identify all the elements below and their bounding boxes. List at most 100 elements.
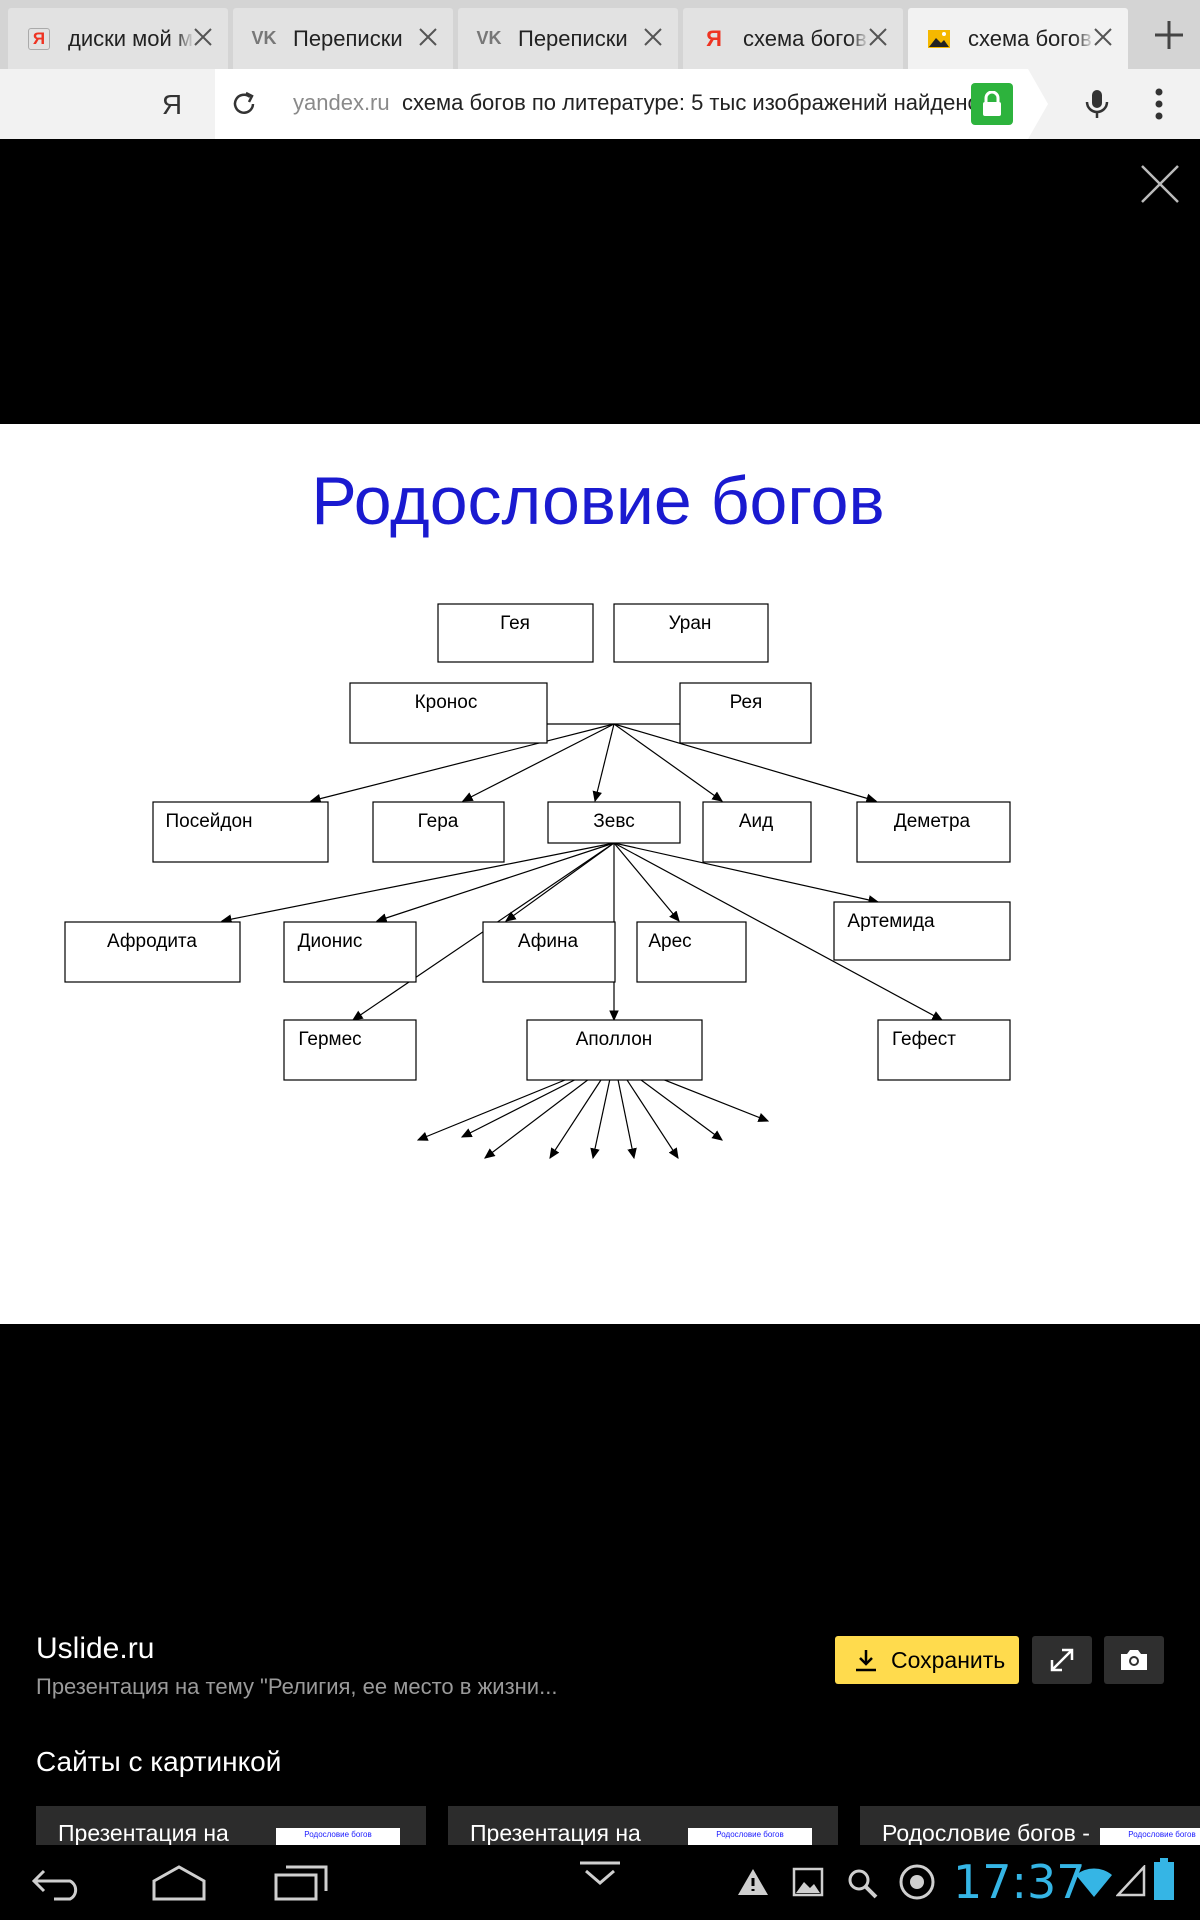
image-viewer: Родословие богов	[0, 139, 1200, 1845]
svg-text:Аид: Аид	[739, 811, 773, 832]
home-icon[interactable]	[150, 1863, 208, 1903]
tab-5-active[interactable]: схема богов	[908, 8, 1128, 69]
search-by-image-button[interactable]	[1104, 1636, 1164, 1684]
node-apollon: Аполлон	[526, 1019, 703, 1081]
svg-text:Посейдон: Посейдон	[165, 811, 252, 832]
svg-text:Арес: Арес	[648, 931, 691, 952]
hide-keyboard-icon[interactable]	[576, 1859, 624, 1889]
microphone-icon[interactable]	[1080, 87, 1114, 121]
yandex-icon: Я	[706, 25, 722, 51]
url-host: yandex.ru	[293, 90, 390, 115]
slide-image[interactable]: Родословие богов	[0, 424, 1200, 1324]
node-gefest: Гефест	[877, 1019, 1011, 1081]
wifi-icon	[1076, 1868, 1112, 1897]
svg-text:Гея: Гея	[500, 613, 530, 634]
system-bar: 17:37	[0, 1845, 1200, 1920]
genealogy-diagram: Родословие богов	[64, 463, 1011, 1160]
signal-icon	[1116, 1865, 1146, 1897]
tab-4[interactable]: Я схема богов	[683, 8, 903, 69]
svg-text:Артемида: Артемида	[847, 911, 935, 932]
tab-1[interactable]: Я диски мой м	[8, 8, 228, 69]
site-card[interactable]: Презентация на Родословие богов	[448, 1806, 838, 1846]
address-bar[interactable]: yandex.ru схема богов по литературе: 5 т…	[215, 69, 1048, 139]
site-card-thumbnail: Родословие богов	[1100, 1828, 1200, 1846]
recent-apps-icon[interactable]	[272, 1863, 330, 1903]
site-card-title: Родословие богов -	[882, 1820, 1090, 1846]
svg-text:Кронос: Кронос	[415, 692, 478, 713]
lock-icon[interactable]	[971, 83, 1013, 125]
back-icon[interactable]	[30, 1865, 86, 1901]
site-card-thumbnail: Родословие богов	[688, 1828, 812, 1846]
new-tab-icon[interactable]	[1152, 18, 1186, 52]
sync-icon	[899, 1864, 935, 1900]
site-card[interactable]: Родословие богов - Родословие богов	[860, 1806, 1200, 1846]
warning-icon	[738, 1869, 768, 1895]
slide-title: Родословие богов	[311, 463, 884, 539]
fullscreen-button[interactable]	[1032, 1636, 1092, 1684]
url-query: схема богов по литературе: 5 тыс изображ…	[402, 90, 977, 115]
gallery-icon	[792, 1867, 824, 1897]
tab-title: диски мой м	[68, 25, 194, 51]
save-button-label: Сохранить	[891, 1646, 1006, 1673]
node-germes: Гермес	[283, 1019, 417, 1081]
image-icon	[926, 26, 952, 52]
tab-title: Переписки	[518, 25, 628, 51]
tab-3[interactable]: VK Переписки	[458, 8, 678, 69]
source-site-name[interactable]: Uslide.ru	[36, 1632, 155, 1665]
node-afina: Афина	[482, 921, 616, 983]
yandex-icon: Я	[26, 26, 52, 52]
clock: 17:37	[953, 1855, 1086, 1909]
svg-text:Гефест: Гефест	[892, 1029, 956, 1050]
svg-text:Рея: Рея	[730, 692, 763, 713]
reload-icon[interactable]	[227, 87, 261, 121]
battery-icon	[1154, 1858, 1174, 1900]
svg-text:Гермес: Гермес	[298, 1029, 361, 1050]
svg-text:Зевс: Зевс	[593, 811, 634, 832]
close-icon[interactable]	[1090, 24, 1116, 50]
tab-title: схема богов	[743, 25, 867, 51]
source-description[interactable]: Презентация на тему "Религия, ее место в…	[36, 1674, 558, 1699]
tab-strip: Я диски мой м VK Переписки VK Переписки …	[0, 0, 1200, 69]
node-dionis: Дионис	[283, 921, 417, 983]
node-afrodita: Афродита	[64, 921, 241, 983]
close-icon[interactable]	[190, 24, 216, 50]
tab-2[interactable]: VK Переписки	[233, 8, 453, 69]
node-gera: Гера	[372, 801, 505, 863]
close-icon[interactable]	[415, 24, 441, 50]
tab-title: схема богов	[968, 25, 1092, 51]
svg-text:Афродита: Афродита	[107, 931, 197, 952]
node-artemida: Артемида	[833, 901, 1011, 961]
svg-text:Дионис: Дионис	[298, 931, 363, 952]
node-uran: Уран	[613, 603, 769, 663]
node-aid: Аид	[702, 801, 812, 863]
node-ares: Арес	[636, 921, 747, 983]
close-icon[interactable]	[865, 24, 891, 50]
close-viewer-icon[interactable]	[1138, 162, 1182, 206]
site-card-title: Презентация на	[470, 1820, 641, 1846]
svg-text:Деметра: Деметра	[894, 811, 971, 832]
node-kronos: Кронос	[349, 682, 548, 744]
close-icon[interactable]	[640, 24, 666, 50]
svg-text:Гера: Гера	[418, 811, 459, 832]
node-poseidon: Посейдон	[152, 801, 329, 863]
save-button[interactable]: Сохранить	[835, 1636, 1019, 1684]
menu-icon[interactable]	[1142, 85, 1176, 123]
node-geya: Гея	[437, 603, 594, 663]
sites-with-image-heading: Сайты с картинкой	[36, 1746, 282, 1777]
node-reya: Рея	[679, 682, 812, 744]
site-card-thumbnail: Родословие богов	[276, 1828, 400, 1846]
expand-icon	[1050, 1648, 1074, 1672]
download-icon	[856, 1650, 876, 1672]
yandex-home-button[interactable]: Я	[161, 89, 183, 120]
svg-text:Афина: Афина	[518, 931, 579, 952]
camera-icon	[1121, 1650, 1147, 1670]
vk-icon: VK	[251, 28, 277, 48]
site-card[interactable]: Презентация на Родословие богов	[36, 1806, 426, 1846]
search-icon	[848, 1869, 878, 1899]
tab-title: Переписки	[293, 25, 403, 51]
node-demetra: Деметра	[856, 801, 1011, 863]
vk-icon: VK	[476, 28, 502, 48]
site-card-title: Презентация на	[58, 1820, 229, 1846]
node-zevs: Зевс	[547, 801, 681, 844]
svg-text:Уран: Уран	[669, 613, 712, 634]
